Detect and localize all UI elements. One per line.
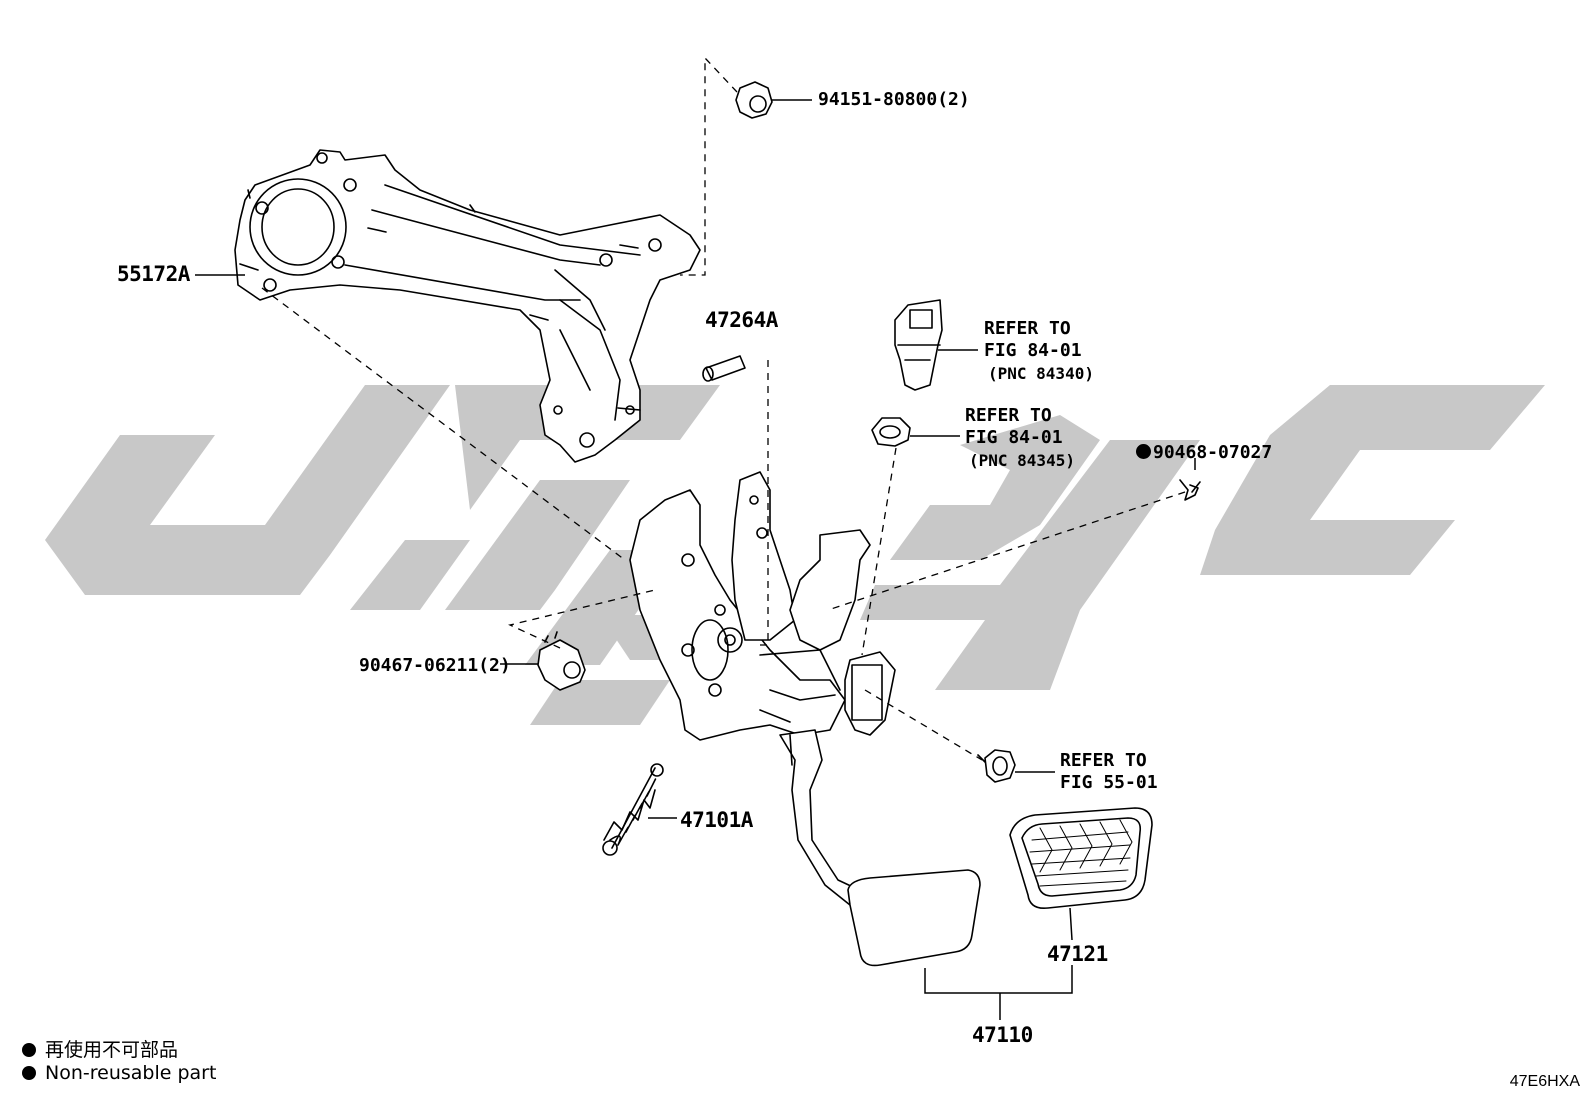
bracket-55172A xyxy=(234,149,701,463)
label-90467-06211: 90467-06211(2) xyxy=(359,655,511,676)
legend-en-text: Non-reusable part xyxy=(45,1062,217,1084)
refer-line1-55-01: REFER TO xyxy=(1060,750,1147,771)
pedal-pad-47121 xyxy=(1009,807,1153,910)
legend-jp: 再使用不可部品 xyxy=(22,1035,178,1062)
non-reusable-dot-icon xyxy=(1136,444,1151,459)
pin-47264A xyxy=(702,355,746,382)
dashed-guide-lines xyxy=(261,56,1186,761)
clip-90468-07027 xyxy=(1179,479,1201,501)
legend-en: Non-reusable part xyxy=(22,1062,216,1084)
label-47101A: 47101A xyxy=(680,808,753,832)
bolt-55-01 xyxy=(977,749,1016,783)
refer-line2-84345: FIG 84-01 xyxy=(965,427,1063,448)
label-47264A: 47264A xyxy=(705,308,778,332)
non-reusable-dot-icon xyxy=(22,1066,36,1080)
refer-line3-84345: (PNC 84345) xyxy=(969,451,1075,470)
illustration-code: 47E6HXA xyxy=(1509,1073,1580,1090)
label-55172A: 55172A xyxy=(117,262,190,286)
non-reusable-dot-icon xyxy=(22,1043,36,1057)
collar-90467-06211 xyxy=(537,631,586,691)
label-47110: 47110 xyxy=(972,1023,1033,1047)
nut-94151-80800 xyxy=(735,81,773,119)
label-90468-07027: 90468-07027 xyxy=(1136,442,1272,463)
label-47121: 47121 xyxy=(1047,942,1108,966)
label-90468-text: 90468-07027 xyxy=(1153,442,1273,463)
refer-line3-84340: (PNC 84340) xyxy=(988,364,1094,383)
leader-lines xyxy=(195,99,1196,1020)
refer-line2-55-01: FIG 55-01 xyxy=(1060,772,1158,793)
pedal-support-assembly xyxy=(629,471,981,967)
spring-47101A xyxy=(602,763,664,856)
switch-nut xyxy=(871,417,911,447)
refer-line1-84345: REFER TO xyxy=(965,405,1052,426)
label-94151-80800: 94151-80800(2) xyxy=(818,89,970,110)
stop-lamp-switch xyxy=(894,299,943,391)
refer-line1-84340: REFER TO xyxy=(984,318,1071,339)
refer-line2-84340: FIG 84-01 xyxy=(984,340,1082,361)
legend-jp-text: 再使用不可部品 xyxy=(45,1039,179,1061)
